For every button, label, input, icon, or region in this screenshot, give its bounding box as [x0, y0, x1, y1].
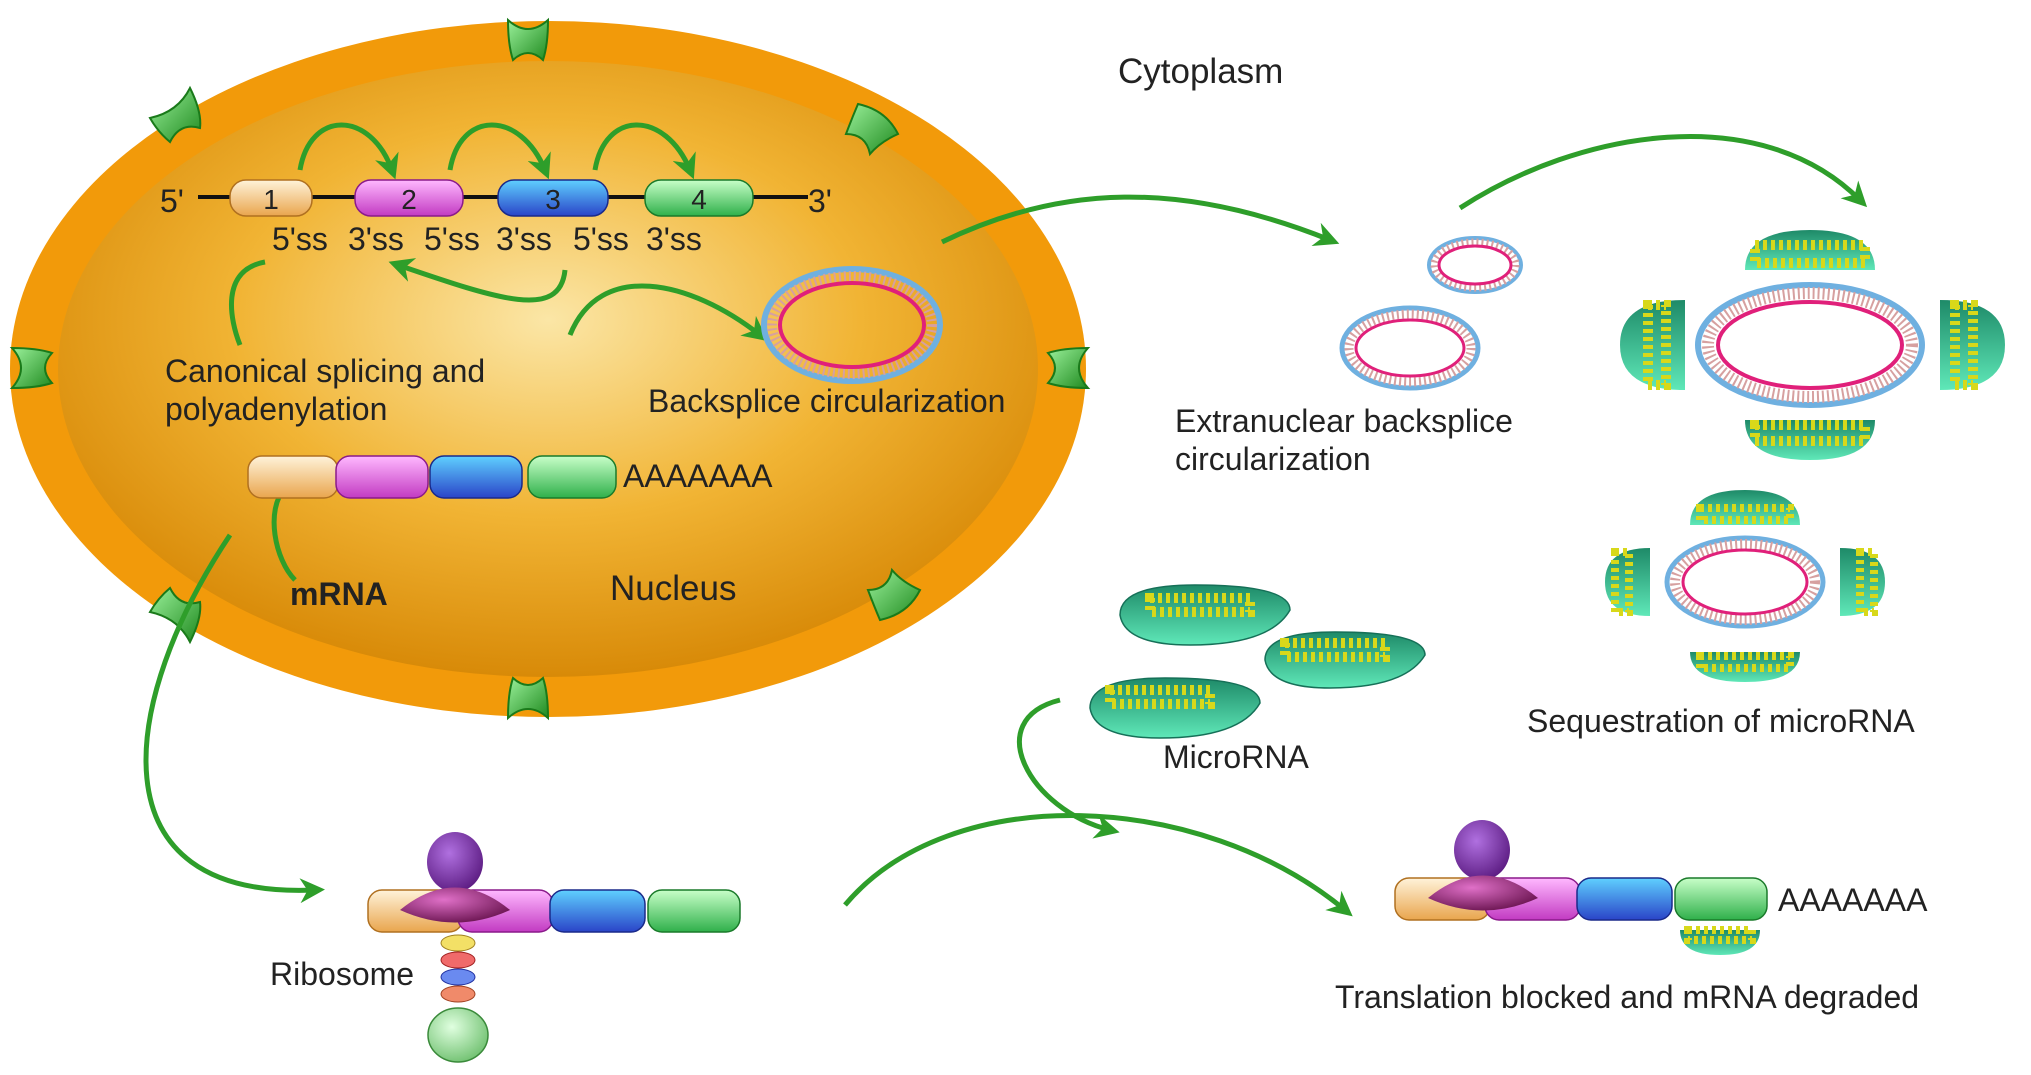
three-prime-label: 3' [808, 183, 832, 219]
mirna-icon [1745, 420, 1875, 460]
nuclear-pore-icon [148, 586, 202, 645]
splice-site-label: 3'ss [496, 221, 552, 257]
splice-site-label: 5'ss [272, 221, 328, 257]
peptide-bead [440, 951, 476, 969]
free-micrornas [1089, 584, 1426, 739]
sequestration-complex-small [1605, 490, 1885, 682]
polya-tail-cytoplasm: AAAAAAA [1778, 882, 1928, 918]
arrow-to-extranuclear [940, 194, 1340, 247]
arrow-exon2-to-exon3 [447, 122, 551, 180]
exon-4: 4 [644, 179, 754, 217]
polya-tail-nucleus: AAAAAAA [623, 458, 773, 494]
arrow-exon3-to-exon4 [592, 122, 696, 180]
splice-site-label: 3'ss [646, 221, 702, 257]
nuclear-pore-icon [506, 676, 550, 721]
mirna-icon [1620, 300, 1685, 390]
arrow-canonical-splicing [388, 258, 568, 303]
ribosome-label: Ribosome [270, 956, 414, 992]
extranuclear-label-line2: circularization [1175, 441, 1371, 477]
mirna-icon [1745, 230, 1875, 270]
sequestration-label: Sequestration of microRNA [1527, 703, 1915, 739]
peptide-bead [440, 968, 476, 986]
arrow-mrna-to-ribosome [143, 533, 325, 904]
exon-4-number: 4 [691, 184, 707, 215]
nuclear-pore-icon [844, 102, 900, 157]
mirna-icon [1690, 652, 1800, 682]
peptide-bead [440, 985, 476, 1003]
circrna-nucleus [761, 266, 943, 384]
circrna-extranuclear-large [1339, 305, 1481, 391]
ribosome-icon [400, 832, 510, 1063]
nuclear-pore-icon [506, 17, 550, 62]
mirna-icon [1119, 584, 1291, 646]
mrna-exon-4 [527, 455, 617, 499]
exon-1: 1 [229, 179, 313, 217]
exon-2: 2 [354, 179, 464, 217]
nuclear-pore-icon [866, 567, 922, 622]
mrna-label: mRNA [290, 576, 388, 612]
exon-2-number: 2 [401, 184, 417, 215]
mirna-icon [1264, 631, 1426, 689]
mirna-icon [1089, 677, 1261, 739]
mrna-exon-2 [335, 455, 429, 499]
nuclear-pore-icon [148, 85, 202, 144]
pre-mrna: 5' 3' 1 2 3 4 5'ss 3'ss 5'ss 3'ss 5'ss 3… [160, 179, 832, 257]
mrna-exon-1 [247, 455, 339, 499]
nuclear-pore-icon [1046, 346, 1091, 390]
sequestration-complex-large [1620, 230, 2005, 460]
exon-1-number: 1 [263, 184, 279, 215]
arrow-backsplice [567, 283, 768, 342]
mature-mrna-nucleus: AAAAAAA [247, 455, 773, 499]
mirna-icon [1605, 548, 1650, 616]
peptide-bead [440, 934, 476, 952]
nucleus-label: Nucleus [610, 569, 736, 608]
microrna-label: MicroRNA [1163, 739, 1309, 775]
cytoplasm-label: Cytoplasm [1118, 52, 1283, 91]
mirna-icon [1680, 926, 1760, 955]
mrna-exon-3 [549, 889, 646, 933]
translation-blocked-label: Translation blocked and mRNA degraded [1335, 979, 1919, 1015]
canonical-splicing-label-line2: polyadenylation [165, 391, 387, 427]
mrna-exon-3 [1576, 877, 1673, 921]
splice-site-label: 3'ss [348, 221, 404, 257]
mirna-icon [1840, 548, 1885, 616]
extranuclear-label-line1: Extranuclear backsplice [1175, 403, 1513, 439]
arrow-microrna-to-blocked [1016, 697, 1120, 839]
ribosome-icon [1428, 820, 1538, 911]
peptide-globule [427, 1007, 489, 1063]
mrna-exon-4 [1674, 877, 1768, 921]
arrow-exon1-to-exon2 [297, 122, 399, 180]
blocked-mrna: AAAAAAA [1394, 820, 1928, 955]
arrow-ribosome-to-blocked [843, 813, 1353, 917]
mirna-icon [1940, 300, 2005, 390]
exon-3: 3 [497, 179, 609, 217]
mrna-exon-4 [647, 889, 741, 933]
arrows [143, 122, 1868, 917]
arrow-to-sequestration [1458, 134, 1868, 211]
mirna-icon [1690, 490, 1800, 525]
mrna-exon-3 [429, 455, 523, 499]
backsplice-label: Backsplice circularization [648, 383, 1005, 419]
five-prime-label: 5' [160, 183, 184, 219]
splice-site-labels: 5'ss 3'ss 5'ss 3'ss 5'ss 3'ss [272, 221, 702, 257]
canonical-splicing-label-line1: Canonical splicing and [165, 353, 485, 389]
nuclear-pore-icon [9, 346, 54, 390]
connector-5ss-canonical [228, 259, 266, 346]
splice-site-label: 5'ss [573, 221, 629, 257]
circrna-extranuclear-small [1427, 236, 1523, 294]
nuclear-pores [9, 17, 1091, 721]
exon-3-number: 3 [545, 184, 561, 215]
splice-site-label: 5'ss [424, 221, 480, 257]
